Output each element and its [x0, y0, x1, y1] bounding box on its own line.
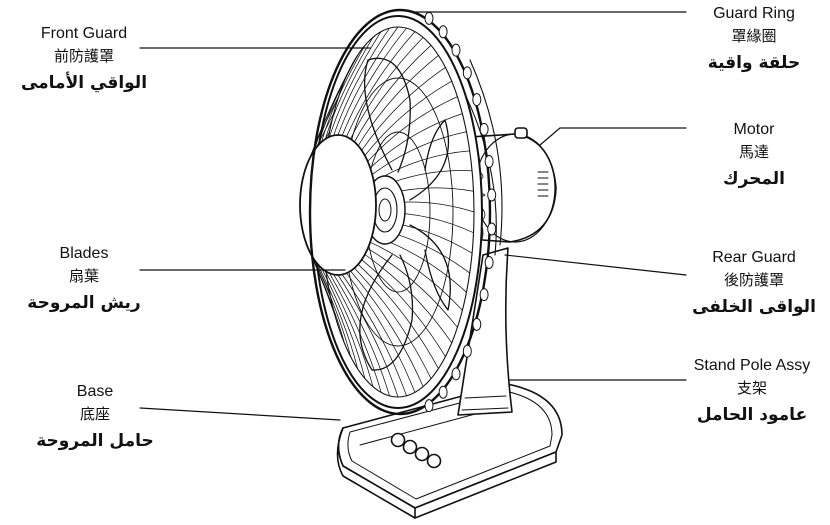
guard-ring-clip — [472, 93, 482, 107]
guard-ring-clip — [479, 122, 489, 136]
guard-ring-clip — [472, 317, 482, 331]
guard-rib — [321, 267, 366, 380]
label-blades: Blades 扇葉 ريش المروحة — [14, 244, 154, 314]
label-motor: Motor 馬達 المحرك — [684, 120, 824, 190]
guard-rib — [341, 27, 407, 136]
guard-ring-clip — [487, 222, 497, 236]
leader-motor — [539, 127, 687, 146]
guard-rib — [337, 274, 399, 398]
label-stand-pole-zh: 支架 — [736, 380, 767, 397]
leader-lines — [139, 11, 687, 421]
label-front-guard-en: Front Guard — [40, 25, 128, 42]
guard-rib — [364, 80, 453, 156]
leader-base — [139, 407, 341, 421]
guard-ring-clip — [479, 288, 489, 302]
label-guard-ring-zh: 罩緣圈 — [731, 28, 777, 45]
base-button-3 — [414, 446, 430, 462]
base-button-1 — [390, 432, 406, 448]
label-rear-guard-ar: الواقى الخلفى — [692, 296, 816, 317]
label-rear-guard-zh: 後防護罩 — [723, 272, 784, 289]
guard-ring-clips — [424, 11, 497, 413]
base-button-4 — [426, 453, 442, 469]
guard-rib — [350, 37, 424, 140]
guard-rib — [333, 27, 390, 136]
label-base-ar: حامل المروحة — [36, 430, 154, 451]
fan-stand-pole — [457, 247, 513, 416]
guard-ring-clip — [451, 367, 461, 381]
guard-ring-clip — [462, 66, 472, 80]
fan-guard-ring — [308, 8, 492, 416]
label-stand-pole-en: Stand Pole Assy — [693, 357, 811, 374]
fan-base — [336, 383, 563, 519]
oscillation-knob — [514, 127, 528, 139]
label-guard-ring-en: Guard Ring — [713, 5, 795, 22]
guard-ring-clip — [462, 344, 472, 358]
guard-rib — [325, 37, 374, 140]
label-blades-zh: 扇葉 — [68, 268, 99, 285]
label-base-en: Base — [76, 383, 114, 400]
guard-ring-clip — [484, 155, 494, 168]
guard-rib — [333, 274, 390, 397]
label-motor-en: Motor — [733, 121, 775, 138]
guard-rib — [357, 55, 439, 147]
guard-rib — [317, 263, 358, 369]
guard-rib — [369, 113, 463, 169]
guard-rib — [361, 259, 446, 357]
label-front-guard: Front Guard 前防護罩 الواقي الأمامى — [14, 24, 154, 94]
guard-rib — [357, 263, 439, 369]
label-motor-zh: 馬達 — [738, 144, 769, 161]
guard-rib — [325, 270, 374, 387]
label-front-guard-zh: 前防護罩 — [53, 48, 114, 65]
guard-rib — [346, 31, 416, 138]
guard-ring-clip — [484, 256, 494, 269]
guard-rib — [361, 67, 446, 151]
label-base-zh: 底座 — [79, 406, 110, 423]
guard-rib — [317, 55, 358, 147]
guard-rib — [321, 44, 366, 143]
guard-ring-clip — [451, 43, 461, 57]
label-base: Base 底座 حامل المروحة — [30, 382, 160, 452]
leader-rear-guard — [504, 254, 687, 276]
guard-ring-clip — [424, 399, 434, 413]
label-stand-pole: Stand Pole Assy 支架 عامود الحامل — [676, 356, 828, 426]
guard-rib — [346, 272, 416, 393]
guard-rib — [369, 241, 463, 311]
guard-ring-clip — [438, 25, 448, 39]
label-guard-ring: Guard Ring 罩緣圈 حلقة واقية — [684, 4, 824, 74]
label-guard-ring-ar: حلقة واقية — [707, 52, 801, 73]
fan-blades — [359, 57, 451, 371]
label-blades-ar: ريش المروحة — [27, 292, 141, 313]
label-stand-pole-ar: عامود الحامل — [696, 404, 808, 425]
guard-rib — [354, 44, 432, 143]
base-button-2 — [402, 439, 418, 455]
guard-rib — [354, 267, 432, 380]
guard-rib — [367, 248, 458, 328]
label-rear-guard-en: Rear Guard — [712, 249, 796, 266]
label-motor-ar: المحرك — [722, 168, 785, 189]
guard-ring-clip — [487, 188, 497, 202]
guard-rib — [337, 26, 399, 136]
guard-ring-clip — [424, 11, 434, 25]
label-front-guard-ar: الواقي الأمامى — [20, 72, 148, 93]
guard-rib — [329, 31, 382, 138]
guard-rib — [350, 270, 424, 387]
guard-ring-clip — [438, 385, 448, 399]
label-blades-en: Blades — [59, 245, 109, 262]
guard-rib — [341, 274, 407, 397]
label-rear-guard: Rear Guard 後防護罩 الواقى الخلفى — [684, 248, 824, 318]
front-guard-center-badge — [299, 134, 377, 276]
